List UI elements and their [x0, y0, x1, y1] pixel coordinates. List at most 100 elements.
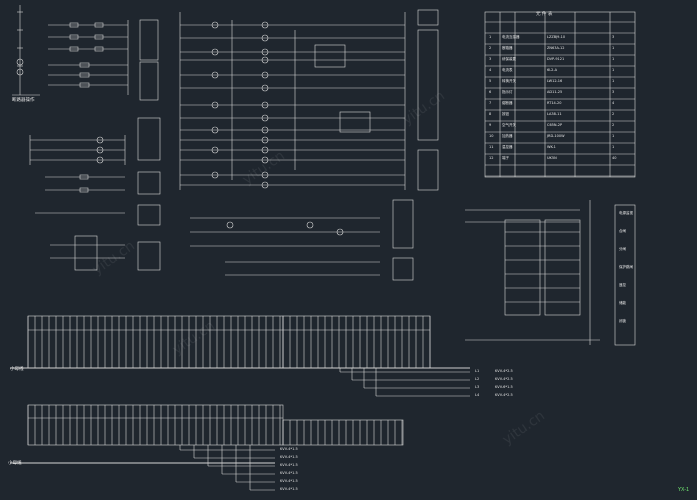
label-box: [392, 199, 414, 249]
legend-table: [484, 11, 636, 178]
lamp-symbol: [211, 146, 219, 154]
cable-spec: KVV-4*1.5: [280, 447, 298, 451]
relay-coil: [79, 174, 89, 180]
lamp-symbol: [211, 101, 219, 109]
lamp-symbol: [211, 71, 219, 79]
cable-spec: KVV-4*2.5: [495, 369, 513, 373]
cable-spec: KVV-4*1.5: [280, 479, 298, 483]
legend-no: 12: [489, 156, 494, 160]
cable-spec: KVV-4*1.5: [280, 463, 298, 467]
right-panel-label: 储能: [619, 301, 626, 305]
lamp-symbol: [261, 84, 269, 92]
lamp-symbol: [261, 181, 269, 189]
legend-no: 1: [489, 35, 492, 39]
right-panel-label: 遥控: [619, 283, 626, 287]
legend-qty: 1: [612, 145, 615, 149]
terminal-block: [504, 219, 541, 316]
relay-coil: [69, 22, 79, 28]
lamp-symbol: [96, 136, 104, 144]
bus-label-top: 小母线: [10, 367, 24, 372]
legend-name: 综保装置: [502, 57, 516, 61]
lamp-symbol: [306, 221, 314, 229]
lamp-symbol: [96, 156, 104, 164]
lamp-symbol: [261, 171, 269, 179]
legend-name: 温控器: [502, 145, 513, 149]
legend-spec: LZZBJ9-10: [547, 35, 566, 39]
legend-qty: 4: [612, 101, 615, 105]
legend-spec: WK-1: [547, 145, 556, 149]
cable-spec: KVV-4*2.5: [495, 393, 513, 397]
label-box: [417, 9, 439, 26]
legend-qty: 3: [612, 35, 615, 39]
legend-name: 断路器: [502, 46, 513, 50]
legend-spec: AD11-25: [547, 90, 563, 94]
legend-spec: JRD-100W: [547, 134, 565, 138]
legend-name: 电流互感器: [502, 35, 520, 39]
relay-coil: [94, 34, 104, 40]
legend-no: 10: [489, 134, 494, 138]
legend-name: 转换开关: [502, 79, 516, 83]
breaker-coil-box: [314, 44, 346, 68]
relay-coil: [94, 46, 104, 52]
label-box: [417, 149, 439, 191]
legend-name: 电流表: [502, 68, 513, 72]
legend-no: 11: [489, 145, 494, 149]
terminal-table-2: [282, 419, 404, 446]
label-box: [137, 171, 161, 195]
legend-qty: 1: [612, 46, 615, 50]
right-panel-label: 闭锁: [619, 319, 626, 323]
lamp-symbol: [226, 221, 234, 229]
lamp-symbol: [261, 48, 269, 56]
legend-name: 加热器: [502, 134, 513, 138]
legend-name: 指示灯: [502, 90, 513, 94]
label-box: [392, 257, 414, 281]
legend-no: 4: [489, 68, 492, 72]
cable-ref: L3: [475, 385, 480, 389]
cable-ref: L1: [475, 369, 480, 373]
relay-block: [74, 235, 98, 271]
legend-qty: 1: [612, 79, 615, 83]
label-box: [417, 29, 439, 141]
lamp-symbol: [211, 171, 219, 179]
cable-ref: L2: [475, 377, 480, 381]
relay-coil: [79, 72, 90, 78]
label-box: [137, 204, 161, 226]
legend-qty: 40: [612, 156, 617, 160]
right-panel-label: 分闸: [619, 247, 626, 251]
legend-qty: 1: [612, 57, 615, 61]
lamp-symbol: [211, 126, 219, 134]
cable-spec: KVV-4*1.5: [280, 471, 298, 475]
bus-label-bottom: 小母线: [8, 461, 22, 466]
terminal-block: [544, 219, 581, 316]
lamp-symbol: [261, 71, 269, 79]
legend-no: 9: [489, 123, 492, 127]
relay-coil: [69, 34, 79, 40]
legend-qty: 1: [612, 68, 615, 72]
cable-spec: KVV-6*1.5: [495, 385, 513, 389]
label-box: [614, 204, 636, 346]
legend-spec: ZN63A-12: [547, 46, 565, 50]
label-box: [137, 117, 161, 161]
lamp-symbol: [261, 34, 269, 42]
legend-spec: DVP-9121: [547, 57, 565, 61]
legend-no: 7: [489, 101, 492, 105]
relay-coil: [79, 62, 90, 68]
legend-spec: LA38-11: [547, 112, 562, 116]
legend-spec: LW12-16: [547, 79, 563, 83]
breaker-coil-box: [339, 111, 371, 133]
relay-coil: [94, 22, 104, 28]
legend-qty: 1: [612, 134, 615, 138]
ct-symbol: [16, 68, 24, 76]
ct-symbol: [16, 58, 24, 66]
legend-qty: 2: [612, 123, 615, 127]
lamp-symbol: [96, 146, 104, 154]
cable-spec: KVV-4*1.5: [280, 487, 298, 491]
legend-no: 8: [489, 112, 492, 116]
right-panel-label: 保护跳闸: [619, 265, 633, 269]
legend-name: 熔断器: [502, 101, 513, 105]
lamp-symbol: [336, 228, 344, 236]
legend-no: 5: [489, 79, 492, 83]
legend-name: 按钮: [502, 112, 509, 116]
right-panel-label: 电源监视: [619, 211, 633, 215]
legend-spec: UK5N: [547, 156, 557, 160]
